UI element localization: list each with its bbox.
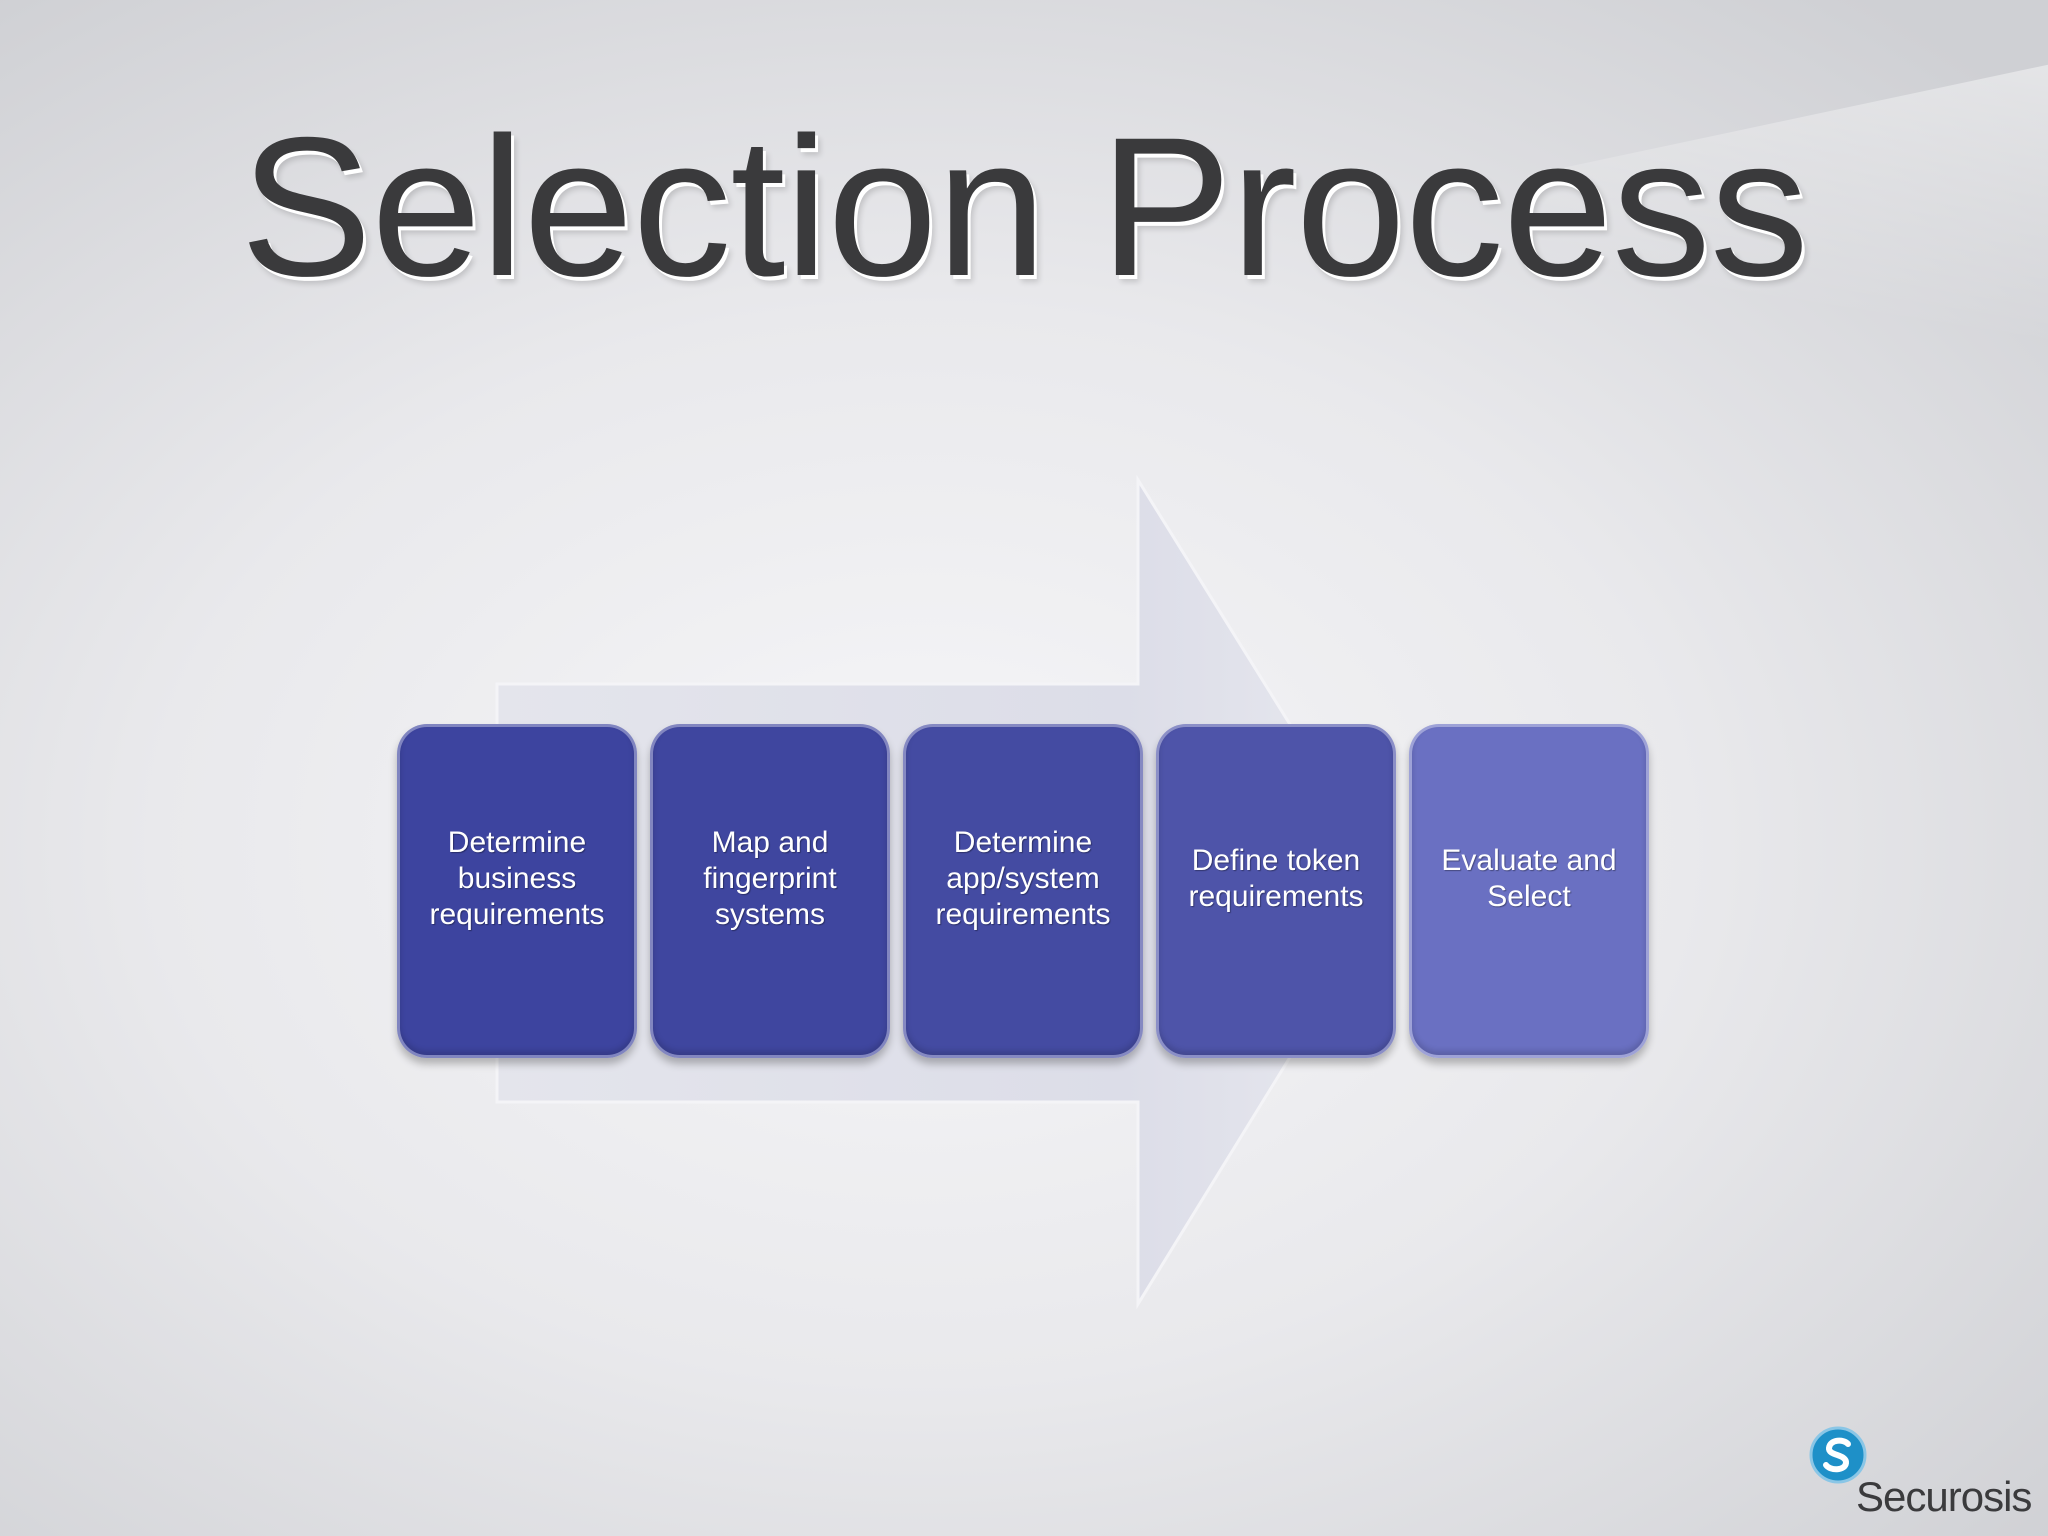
slide-title: Selection Process	[240, 96, 1809, 317]
step-map-and-fingerprint-systems: Map and fingerprint systems	[650, 724, 890, 1058]
process-steps: Determine business requirements Map and …	[397, 724, 1649, 1058]
step-label: Define token requirements	[1188, 844, 1364, 913]
step-define-token-requirements: Define token requirements	[1156, 724, 1396, 1058]
step-evaluate-and-select: Evaluate and Select	[1409, 724, 1649, 1058]
securosis-logo: Securosis	[1808, 1425, 2038, 1525]
step-determine-business-requirements: Determine business requirements	[397, 724, 637, 1058]
securosis-logo-icon	[1809, 1426, 1867, 1484]
step-label: Map and fingerprint systems	[703, 826, 837, 931]
step-label: Determine business requirements	[429, 826, 605, 931]
step-determine-app-system-requirements: Determine app/system requirements	[903, 724, 1143, 1058]
step-label: Determine app/system requirements	[935, 826, 1111, 931]
step-label: Evaluate and Select	[1441, 844, 1617, 913]
logo-wordmark: Securosis	[1856, 1473, 2032, 1520]
